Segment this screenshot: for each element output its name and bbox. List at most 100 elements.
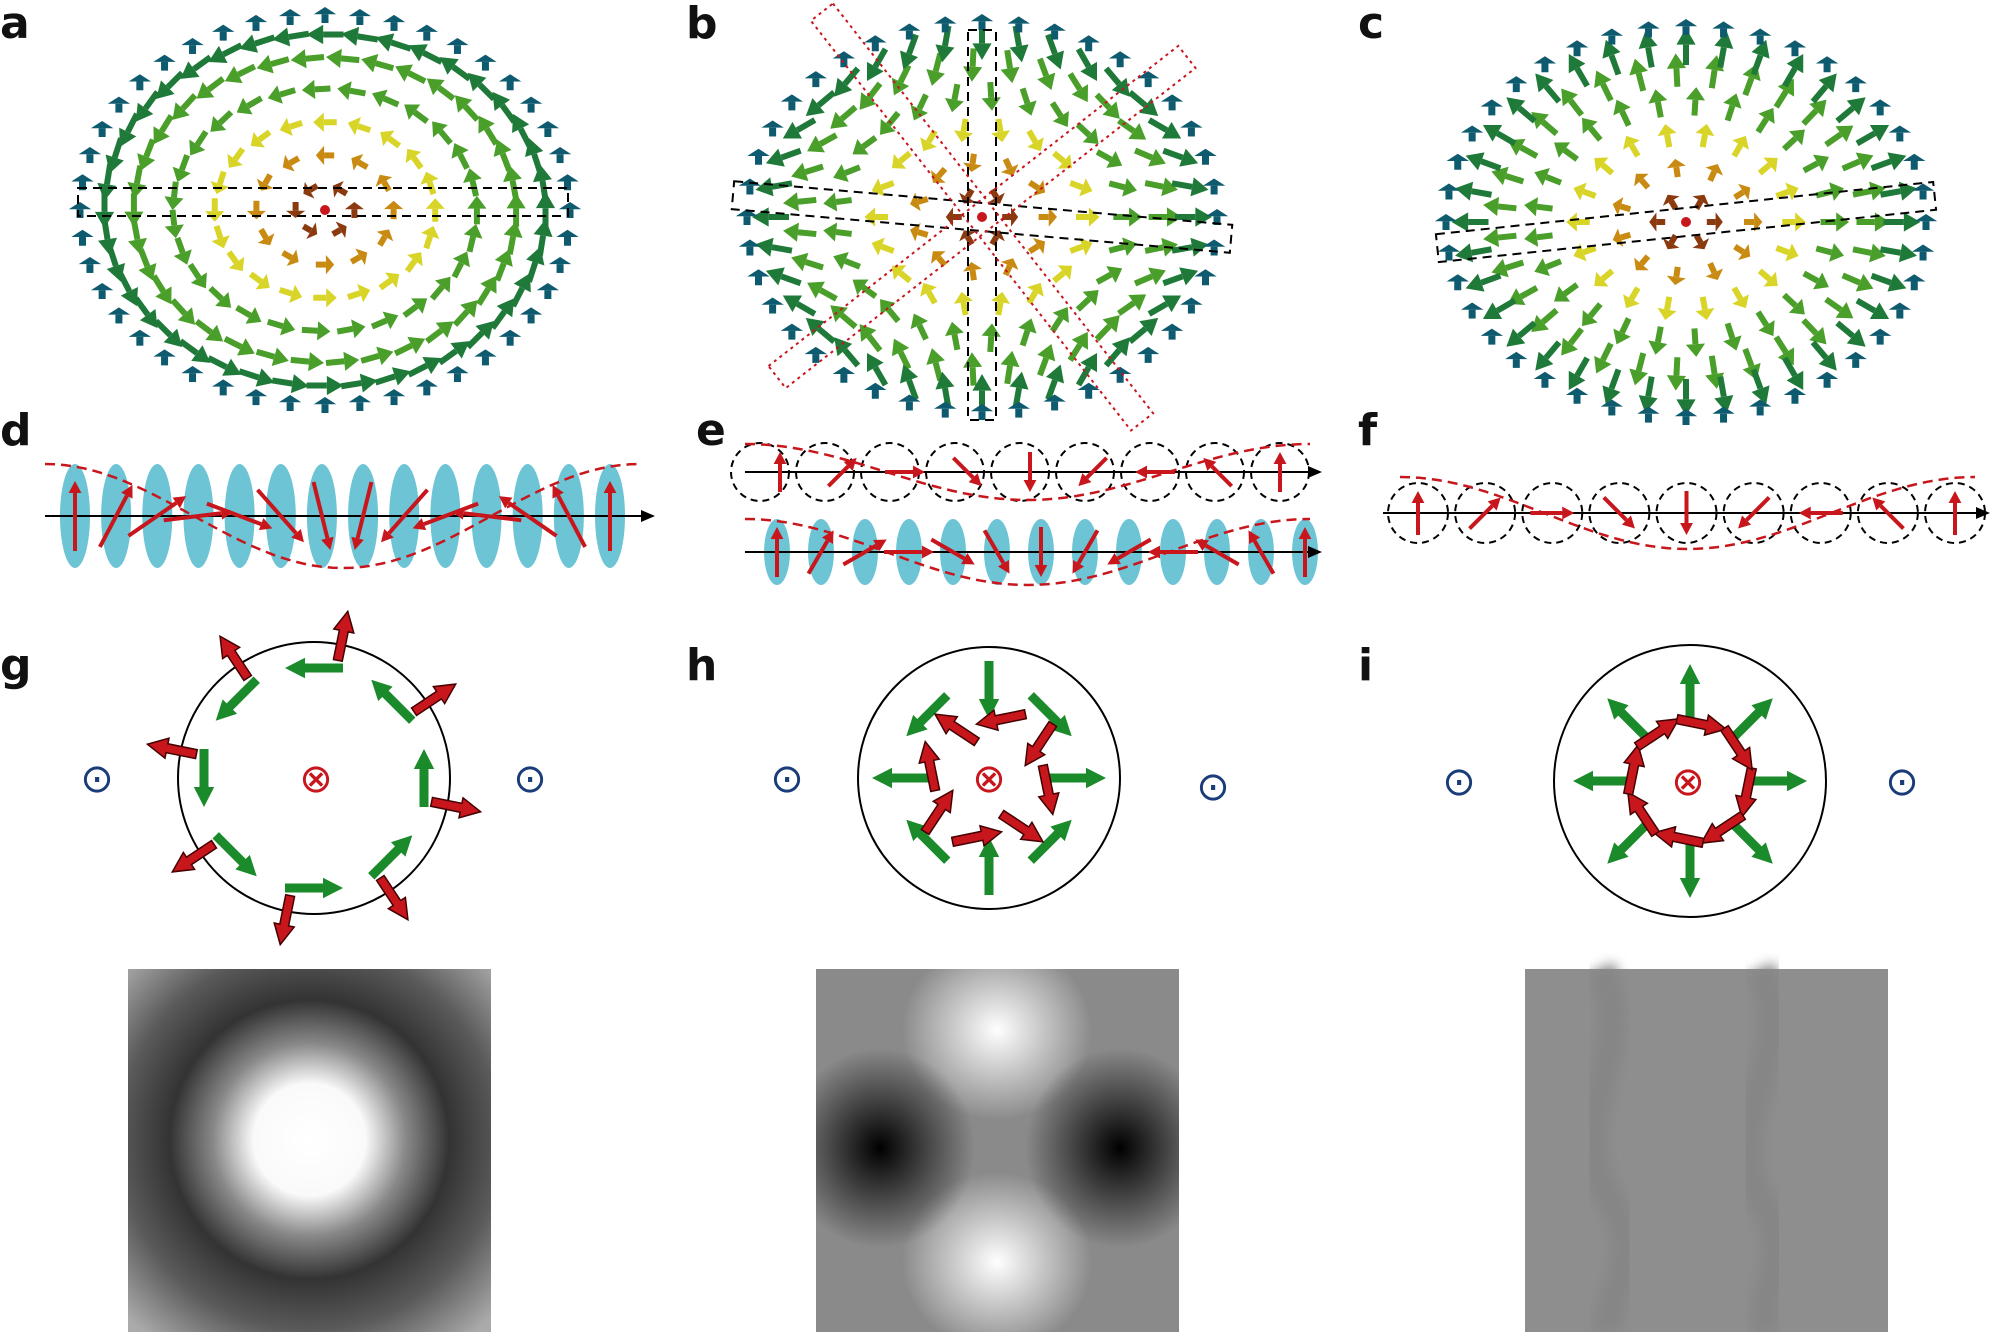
arrow-head xyxy=(78,147,102,155)
arrow-shaft xyxy=(866,334,883,353)
edge-spin-up xyxy=(1868,328,1892,345)
vortex-spin-arrow xyxy=(210,110,234,132)
arrow-shaft xyxy=(1757,268,1772,282)
vortex-spin-arrow xyxy=(189,129,209,156)
arrow-shaft xyxy=(452,309,470,327)
vortex-spin-arrow xyxy=(272,27,310,47)
arrow-head xyxy=(190,272,207,289)
radial-spin-arrow xyxy=(1723,322,1742,351)
arrow-head xyxy=(1714,394,1734,414)
spin-arrow xyxy=(982,529,1010,574)
arrow-head xyxy=(834,337,853,357)
arrow-shaft xyxy=(301,326,318,334)
vortex-spin-arrow xyxy=(408,44,443,65)
arrow-head xyxy=(780,323,804,331)
edge-spin-up xyxy=(1748,28,1772,45)
arrow-head xyxy=(1705,163,1724,176)
edge-spin-up xyxy=(244,389,268,406)
arrow-head xyxy=(981,323,1001,337)
arrow-shaft xyxy=(499,152,513,172)
antivortex-spin-arrow xyxy=(871,178,895,197)
arrow-shaft xyxy=(331,227,342,237)
arrow-head xyxy=(1554,142,1571,158)
radial-spin-arrow xyxy=(1870,272,1907,292)
arrow-shaft xyxy=(1635,352,1647,372)
out-of-plane-symbol: ⊙ xyxy=(1442,759,1476,805)
arrow-shaft xyxy=(1002,157,1013,170)
radial-spin-arrow xyxy=(1757,268,1778,287)
arrow-head xyxy=(1248,530,1261,544)
arrow-shaft xyxy=(1602,496,1628,522)
edge-spin-up xyxy=(1434,214,1458,230)
arrow-shape xyxy=(978,661,1000,719)
arrow-shaft xyxy=(1147,117,1169,133)
edge-spin-up xyxy=(1460,302,1484,319)
antivortex-spin-arrow xyxy=(1075,352,1097,387)
spin-arrow xyxy=(1203,457,1234,488)
arrow-shaft xyxy=(1543,84,1562,104)
arrow-shaft xyxy=(232,147,246,162)
edge-spin-up xyxy=(498,74,522,91)
radial-spin-arrow xyxy=(1782,53,1804,88)
edge-spin-up xyxy=(556,174,579,191)
radial-spin-arrow xyxy=(1662,233,1680,250)
radial-spin-arrow xyxy=(1841,272,1874,292)
antivortex-spin-arrow xyxy=(891,338,912,370)
arrow-head xyxy=(1011,207,1019,227)
spin-arrow xyxy=(1298,527,1312,577)
arrow-head xyxy=(963,66,983,82)
radial-spin-arrow xyxy=(1820,212,1850,232)
arrow-head xyxy=(765,267,785,286)
vortex-spin-arrow xyxy=(404,104,429,124)
arrow-head xyxy=(1855,152,1874,171)
arrow-shaft xyxy=(1545,174,1563,186)
image-i-intensity-map xyxy=(1525,962,1888,1332)
arrow-head xyxy=(867,352,884,373)
in-plane-arrow xyxy=(1027,692,1072,737)
vortex-spin-arrow xyxy=(313,112,337,132)
vortex-spin-arrow xyxy=(290,352,324,372)
antivortex-spin-arrow xyxy=(867,47,889,82)
spin-arrow xyxy=(1072,529,1100,574)
arrow-head xyxy=(1868,328,1892,336)
arrow-head xyxy=(1194,269,1217,277)
edge-spin-up xyxy=(1136,346,1160,363)
out-of-plane-symbol: ⊙ xyxy=(513,756,547,802)
arrow-shaft xyxy=(217,110,234,126)
out-of-plane-symbol: ⊙ xyxy=(1885,759,1919,805)
radial-spin-arrow xyxy=(1705,163,1724,182)
arrow-shape xyxy=(219,634,253,682)
arrow-shaft xyxy=(1775,245,1790,256)
arrow-head xyxy=(127,181,147,199)
arrow-shaft xyxy=(987,81,995,98)
arrow-head xyxy=(426,78,445,96)
vortex-spin-arrow xyxy=(454,95,480,122)
arrow-head xyxy=(891,77,910,96)
vortex-spin-arrow xyxy=(151,274,172,305)
arrow-head xyxy=(1813,154,1829,172)
arrow-head xyxy=(1829,243,1844,262)
arrow-shaft xyxy=(159,114,174,133)
in-plane-arrow xyxy=(906,819,951,864)
edge-spin-up xyxy=(1505,351,1528,368)
force-arrow xyxy=(219,634,253,682)
arrow-shape xyxy=(1679,664,1701,722)
arrow-head xyxy=(107,307,131,315)
vortex-spin-arrow xyxy=(346,283,371,303)
arrow-head xyxy=(1000,66,1020,84)
antivortex-spin-arrow xyxy=(900,364,919,401)
arrow-shaft xyxy=(1717,376,1727,398)
arrow-head xyxy=(1612,197,1624,216)
arrow-shaft xyxy=(844,258,861,270)
arrow-head xyxy=(467,195,487,209)
radial-spin-arrow xyxy=(1733,183,1751,201)
arrow-shape xyxy=(193,749,215,807)
arrow-shaft xyxy=(180,93,198,111)
spin-arrow xyxy=(951,456,982,487)
arrow-head xyxy=(1048,207,1057,227)
in-plane-arrow xyxy=(978,661,1000,719)
arrow-head xyxy=(420,171,439,185)
vortex-spin-arrow xyxy=(337,81,366,101)
edge-spin-up xyxy=(1180,297,1203,314)
edge-spin-up xyxy=(804,346,828,363)
